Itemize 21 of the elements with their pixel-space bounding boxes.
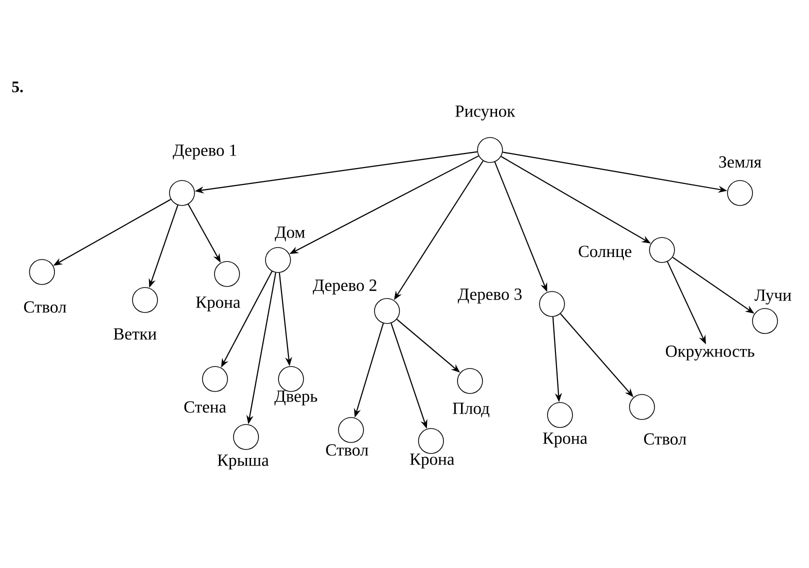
node-label: Дерево 3 bbox=[458, 288, 522, 304]
node-label: Окружность bbox=[666, 346, 754, 360]
node-label: Ствол bbox=[24, 301, 66, 313]
node-label: Ствол bbox=[326, 444, 368, 456]
node-label: Плод bbox=[452, 402, 490, 418]
node-label: Лучи bbox=[754, 290, 792, 304]
node-label: Земля bbox=[719, 156, 762, 168]
node-label: Дом bbox=[274, 226, 305, 242]
node-label: Дерево 1 bbox=[172, 144, 236, 160]
node-label: Солнце bbox=[578, 246, 632, 260]
node-label: Рисунок bbox=[455, 106, 516, 120]
node-label: Ствол bbox=[644, 433, 686, 445]
task-number: 5. bbox=[12, 82, 23, 92]
node-label: Дверь bbox=[274, 390, 318, 406]
node-label: Стена bbox=[184, 401, 226, 413]
node-label: Дерево 2 bbox=[312, 280, 376, 294]
node-label: Ветки bbox=[114, 328, 156, 340]
node-label: Крона bbox=[410, 454, 454, 468]
node-label: Крона bbox=[196, 296, 240, 312]
node-label: Крыша bbox=[218, 454, 269, 470]
node-label: Крона bbox=[543, 432, 588, 448]
